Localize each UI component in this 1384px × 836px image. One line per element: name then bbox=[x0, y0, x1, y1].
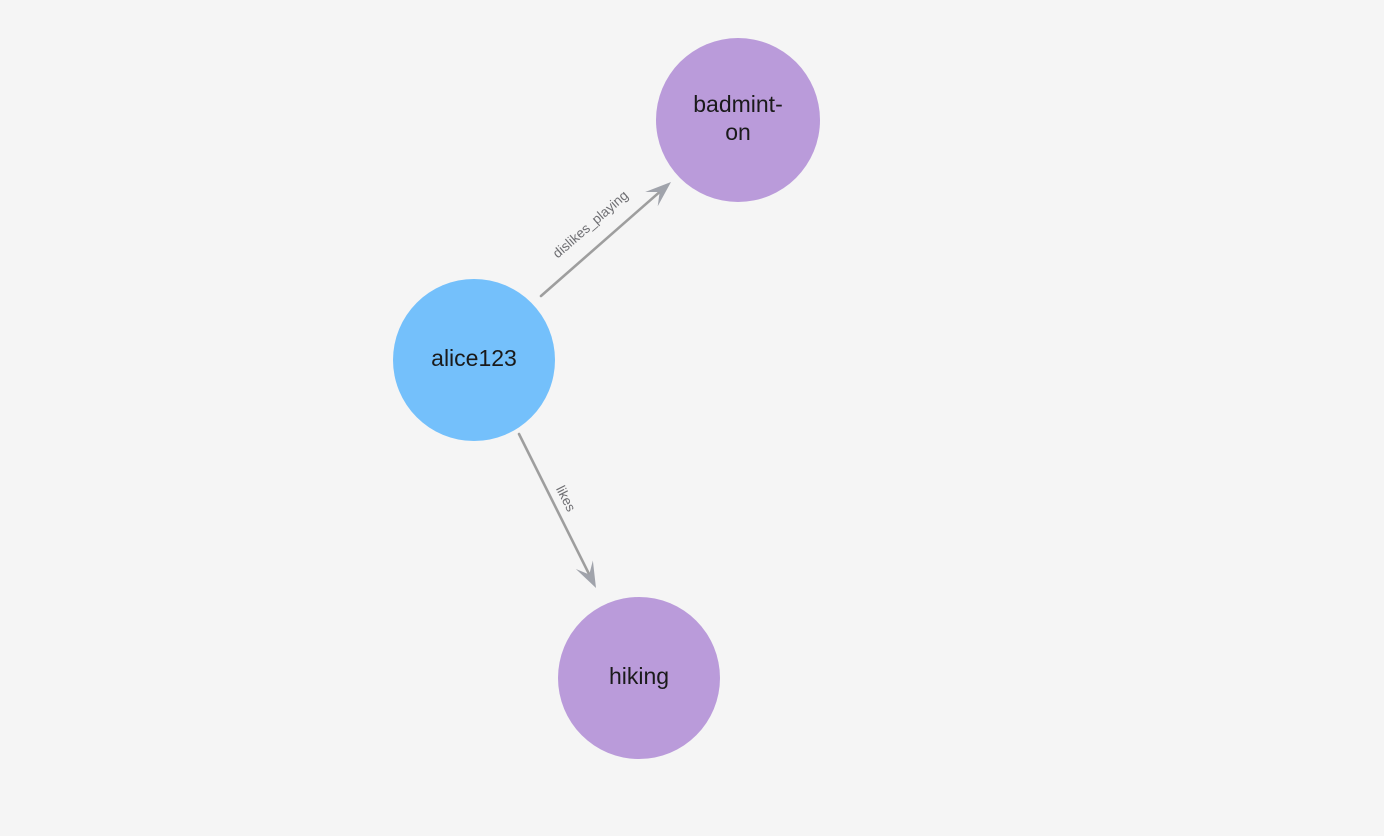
edge-arrowhead-icon bbox=[645, 182, 671, 207]
node-circle[interactable] bbox=[558, 597, 720, 759]
edge-arrowhead-icon bbox=[575, 560, 596, 588]
graph-node-badminton[interactable]: badmint-on bbox=[656, 38, 820, 202]
node-circle[interactable] bbox=[656, 38, 820, 202]
edge-label: dislikes_playing bbox=[550, 188, 631, 261]
graph-node-hiking[interactable]: hiking bbox=[558, 597, 720, 759]
node-layer: alice123 badmint-on hiking bbox=[393, 38, 820, 759]
graph-edge[interactable]: likes bbox=[517, 432, 596, 588]
node-circle[interactable] bbox=[393, 279, 555, 441]
edge-line bbox=[539, 190, 662, 298]
graph-edge[interactable]: dislikes_playing bbox=[539, 182, 671, 298]
graph-node-alice123[interactable]: alice123 bbox=[393, 279, 555, 441]
edge-line bbox=[517, 432, 591, 577]
